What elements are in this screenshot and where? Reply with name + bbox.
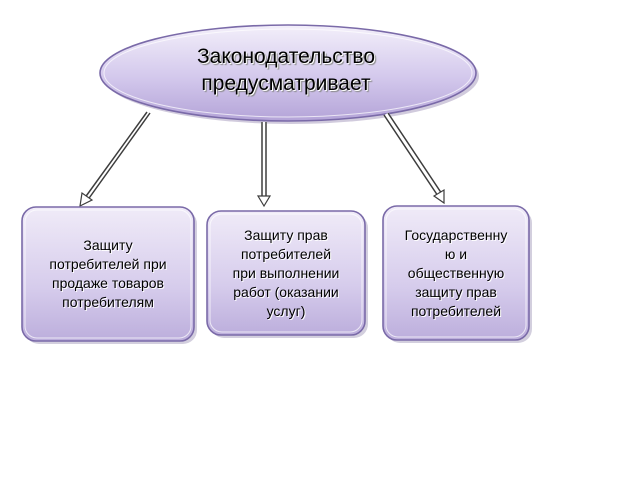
branch-box-services: Защиту прав потребителей при выполнении … (207, 211, 365, 335)
arrow-to-middle-box (256, 122, 272, 208)
branch-label-services: Защиту прав потребителей при выполнении … (232, 226, 340, 319)
root-ellipse (99, 24, 479, 124)
box-right-shape (382, 205, 532, 343)
branch-label-sales: Защиту потребителей при продаже товаров … (49, 237, 167, 310)
root-node: Законодательство предусматривает (96, 22, 476, 118)
branch-box-state-public: Государственну ю и общественную защиту п… (383, 206, 529, 340)
arrow-to-left-box (79, 110, 151, 208)
root-label: Законодательство предусматривает (196, 45, 376, 95)
arrow-to-right-box (383, 112, 445, 205)
branch-box-sales: Защиту потребителей при продаже товаров … (22, 207, 194, 341)
box-middle-shape (206, 210, 368, 338)
branch-label-state-public: Государственну ю и общественную защиту п… (404, 226, 508, 319)
box-left-shape (21, 206, 197, 344)
